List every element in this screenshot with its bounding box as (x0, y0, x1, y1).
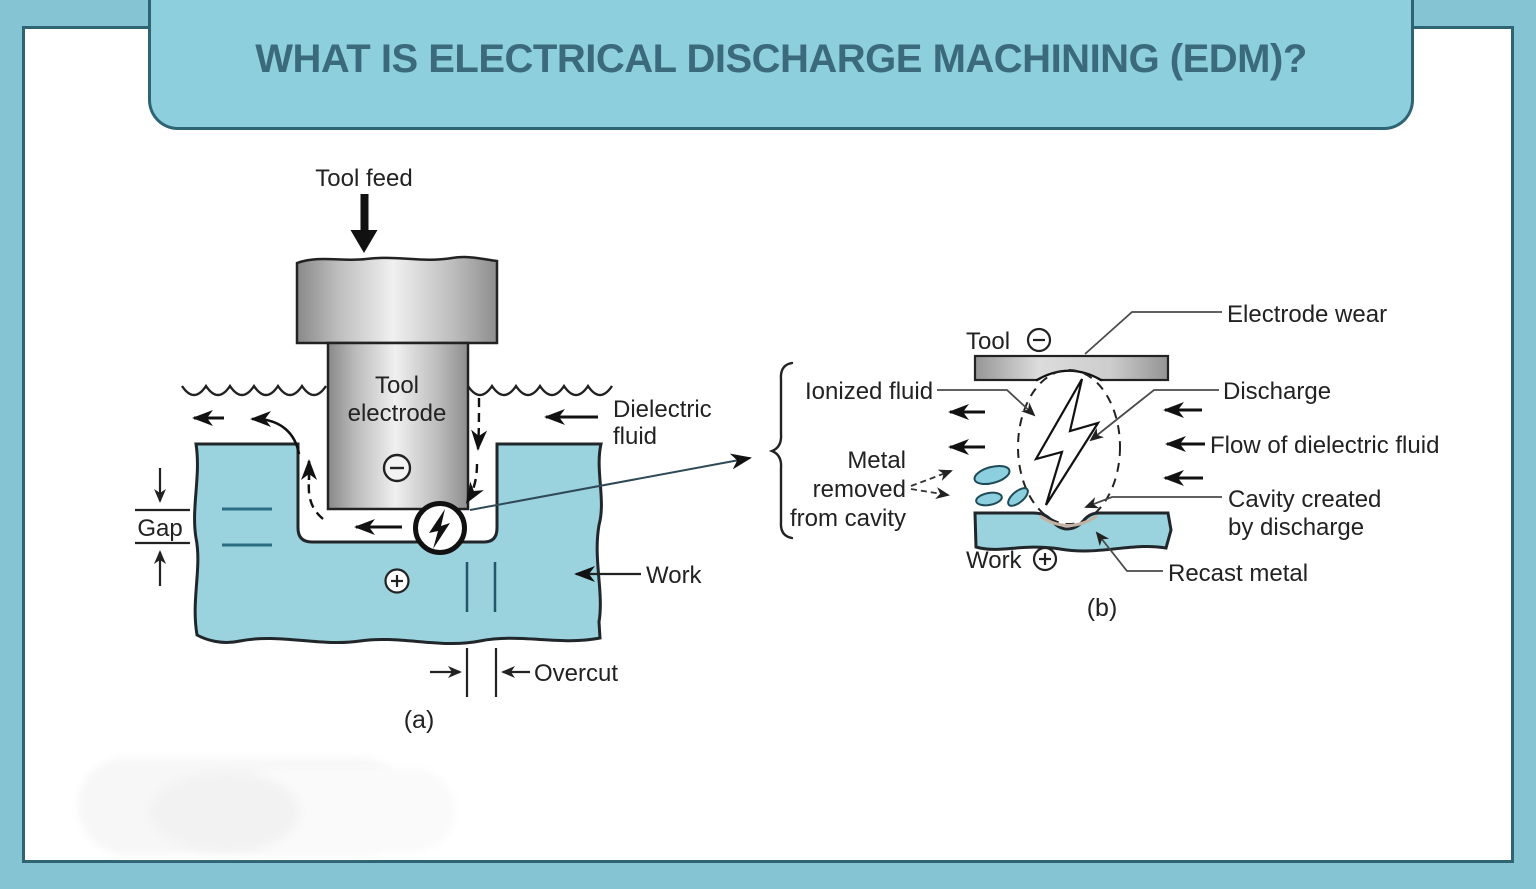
ionized-fluid-label: Ionized fluid (805, 378, 933, 405)
diagram-a: Tool feed Tool electrode (135, 165, 752, 734)
metal-chip (1007, 487, 1029, 507)
overcut-dimension: Overcut (430, 648, 618, 697)
cavity-created-label-line1: Cavity created (1228, 486, 1381, 513)
metal-removed-leader (910, 469, 953, 487)
flow-arrow-cavity-exit-left (250, 411, 301, 455)
gap-dimension: Gap (135, 468, 190, 586)
discharge-label: Discharge (1223, 378, 1331, 405)
slide-title: WHAT IS ELECTRICAL DISCHARGE MACHINING (… (255, 37, 1307, 81)
metal-removed-label-line1: Metal (847, 447, 906, 474)
flow-arrow-down-right-wall (471, 397, 488, 451)
diagram-b: Tool Work (768, 301, 1439, 622)
flow-arrow-to-spark (465, 463, 484, 504)
cavity-leader (1084, 496, 1222, 509)
metal-removed-label-line2: removed (813, 476, 906, 503)
caption-a: (a) (404, 706, 435, 734)
minus-polarity-icon-b (1026, 327, 1052, 353)
cavity-created-label-line2: by discharge (1228, 514, 1364, 541)
spark-icon (413, 501, 467, 555)
ionized-fluid-leader (937, 389, 1036, 417)
recast-metal-label: Recast metal (1168, 560, 1308, 587)
fluid-surface-wave-left (181, 383, 327, 397)
caption-b: (b) (1087, 594, 1118, 622)
plus-polarity-icon (384, 568, 410, 594)
work-label-b: Work (966, 547, 1023, 574)
metal-chip (975, 491, 1003, 507)
metal-chip (973, 464, 1011, 486)
tool-feed-label: Tool feed (315, 165, 412, 192)
fluid-surface-wave-right (467, 383, 613, 397)
flow-dashed-left-wall (307, 479, 324, 520)
work-label: Work (646, 562, 703, 589)
overcut-label: Overcut (534, 660, 618, 687)
detail-connector-arrow (469, 453, 752, 511)
metal-removed-leader (910, 487, 950, 500)
flow-label: Flow of dielectric fluid (1210, 432, 1439, 459)
tool-feed-arrow-icon (350, 194, 378, 253)
tool-electrode-label-line2: electrode (348, 400, 447, 427)
dielectric-fluid-label-line1: Dielectric (613, 396, 712, 423)
recast-metal-layer (1039, 514, 1098, 527)
title-banner: WHAT IS ELECTRICAL DISCHARGE MACHINING (… (148, 0, 1414, 130)
recast-metal-leader (1095, 531, 1163, 572)
tool-label-b: Tool (966, 328, 1010, 355)
discharge-leader (1089, 389, 1219, 442)
plus-polarity-icon-b (1032, 546, 1058, 572)
workpiece-b (973, 511, 1173, 553)
minus-polarity-icon (382, 453, 412, 483)
dielectric-fluid-label-line2: fluid (613, 423, 657, 450)
gap-label: Gap (137, 515, 182, 542)
workpiece (193, 442, 603, 646)
tool-electrode-shaft (326, 341, 470, 511)
detail-brace (768, 361, 794, 540)
watermark-blob (150, 772, 300, 852)
tool-electrode-head (295, 255, 499, 345)
metal-removed-label-line3: from cavity (790, 505, 906, 532)
discharge-bolt-icon (1033, 378, 1101, 506)
electrode-wear-label: Electrode wear (1227, 301, 1387, 328)
tool-electrode-label-line1: Tool (375, 372, 419, 399)
electrode-wear-leader (1084, 311, 1222, 355)
